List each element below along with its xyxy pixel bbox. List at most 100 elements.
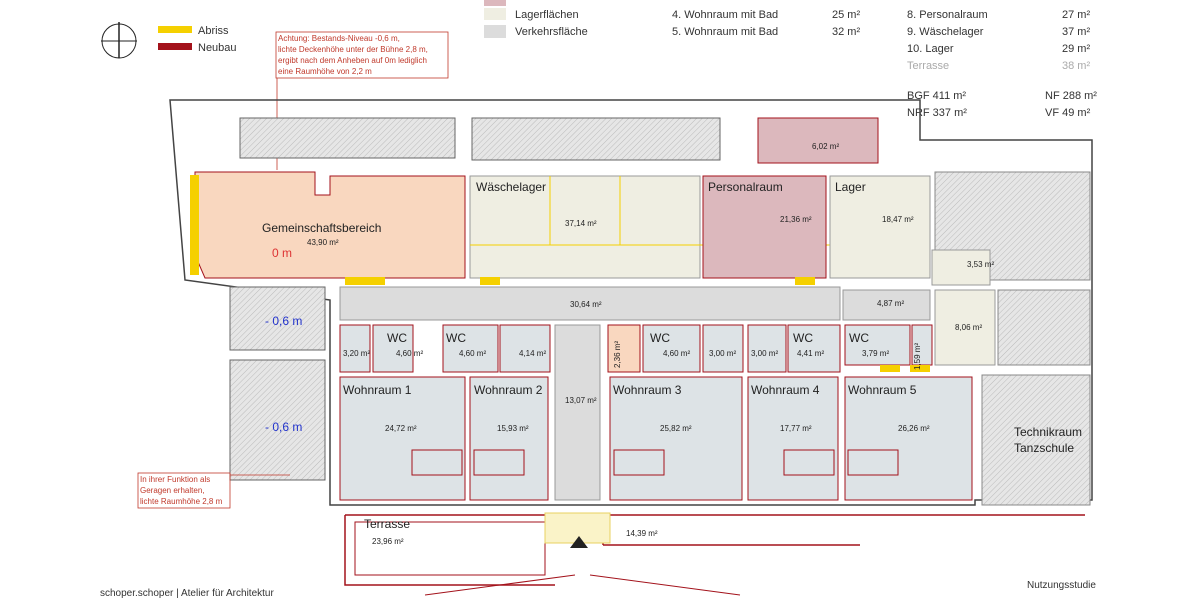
footer-office: schoper.schoper | Atelier für Architektu… xyxy=(100,588,274,599)
svg-text:17,77 m²: 17,77 m² xyxy=(780,424,812,433)
abriss-swatch xyxy=(158,26,192,33)
svg-text:WC: WC xyxy=(446,331,466,345)
stage-area xyxy=(471,117,721,161)
total-vf: VF 49 m² xyxy=(1045,107,1091,119)
svg-text:4,60 m²: 4,60 m² xyxy=(396,349,423,358)
svg-text:lichte Raumhöhe 2,8 m: lichte Raumhöhe 2,8 m xyxy=(140,497,223,506)
svg-text:2,36 m²: 2,36 m² xyxy=(613,341,622,368)
area-list-value: 27 m² xyxy=(1062,9,1090,21)
svg-text:WC: WC xyxy=(793,331,813,345)
beds xyxy=(411,449,899,476)
svg-text:3,79 m²: 3,79 m² xyxy=(862,349,889,358)
svg-text:lichte Deckenhöhe unter der Bü: lichte Deckenhöhe unter der Bühne 2,8 m, xyxy=(278,45,428,54)
stage-area xyxy=(239,117,456,159)
svg-text:WC: WC xyxy=(650,331,670,345)
room-name: Tanzschule xyxy=(1014,441,1074,455)
room-name: Technikraum xyxy=(1014,425,1082,439)
room-waeschelager xyxy=(469,175,701,279)
note-garage: In ihrer Funktion als Geragen erhalten, … xyxy=(137,472,290,509)
room-area: 43,90 m² xyxy=(307,238,339,247)
level-mark: - 0,6 m xyxy=(265,420,302,434)
legend-lager: Lagerflächen xyxy=(515,9,579,21)
legend-verkehr: Verkehrsfläche xyxy=(515,26,588,38)
area-list-value: 29 m² xyxy=(1062,43,1090,55)
room-area: 23,96 m² xyxy=(372,537,404,546)
svg-text:4,41 m²: 4,41 m² xyxy=(797,349,824,358)
area-list-label: 9. Wäschelager xyxy=(907,26,984,38)
room-area: 3,53 m² xyxy=(967,260,994,269)
area-list-label: 10. Lager xyxy=(907,43,954,55)
room-area: 18,47 m² xyxy=(882,215,914,224)
area-list-label: 5. Wohnraum mit Bad xyxy=(672,26,778,38)
svg-text:Geragen erhalten,: Geragen erhalten, xyxy=(140,486,205,495)
level-mark: 0 m xyxy=(272,246,292,260)
svg-text:Wohnraum 1: Wohnraum 1 xyxy=(343,383,412,397)
room-wc-top xyxy=(757,117,879,164)
corridor xyxy=(339,286,841,321)
svg-text:3,00 m²: 3,00 m² xyxy=(751,349,778,358)
room-area: 30,64 m² xyxy=(570,300,602,309)
verkehr-swatch xyxy=(484,25,506,38)
area-list-value: 25 m² xyxy=(832,9,860,21)
lager-swatch xyxy=(484,8,506,20)
svg-text:15,93 m²: 15,93 m² xyxy=(497,424,529,433)
note-level-warning: Achtung: Bestands-Niveau -0,6 m, lichte … xyxy=(275,31,449,170)
room-area: 13,07 m² xyxy=(565,396,597,405)
total-nrf: NRF 337 m² xyxy=(907,107,967,119)
svg-text:Wohnraum 3: Wohnraum 3 xyxy=(613,383,682,397)
room-name: Personalraum xyxy=(708,180,783,194)
room-area: 6,02 m² xyxy=(812,142,839,151)
area-list-label: 4. Wohnraum mit Bad xyxy=(672,9,778,21)
area-list-label: Terrasse xyxy=(907,60,949,72)
legend-abriss: Abriss xyxy=(198,25,229,37)
north-arrow-icon xyxy=(101,22,137,59)
room-806 xyxy=(934,289,996,366)
svg-text:Achtung: Bestands-Niveau -0,6: Achtung: Bestands-Niveau -0,6 m, xyxy=(278,34,400,43)
room-lager xyxy=(829,175,931,279)
area-list-value: 32 m² xyxy=(832,26,860,38)
room-technikraum xyxy=(981,374,1091,506)
svg-text:WC: WC xyxy=(849,331,869,345)
svg-text:4,60 m²: 4,60 m² xyxy=(459,349,486,358)
svg-text:eine Raumhöhe von 2,2 m: eine Raumhöhe von 2,2 m xyxy=(278,67,372,76)
area-list-label: 8. Personalraum xyxy=(907,9,988,21)
room-name: Terrasse xyxy=(364,517,410,531)
bath-row xyxy=(339,324,933,373)
room-353 xyxy=(931,249,991,286)
legend-neubau: Neubau xyxy=(198,42,237,54)
svg-text:24,72 m²: 24,72 m² xyxy=(385,424,417,433)
room-existing xyxy=(997,289,1091,366)
total-nf: NF 288 m² xyxy=(1045,90,1097,102)
svg-text:4,14 m²: 4,14 m² xyxy=(519,349,546,358)
svg-text:3,00 m²: 3,00 m² xyxy=(709,349,736,358)
room-area: 8,06 m² xyxy=(955,323,982,332)
svg-text:3,20 m²: 3,20 m² xyxy=(343,349,370,358)
footer-title: Nutzungsstudie xyxy=(1027,580,1096,591)
room-name: Gemeinschaftsbereich xyxy=(262,221,381,235)
svg-text:WC: WC xyxy=(387,331,407,345)
svg-text:25,82 m²: 25,82 m² xyxy=(660,424,692,433)
garage-1 xyxy=(229,286,326,351)
svg-text:In ihrer Funktion als: In ihrer Funktion als xyxy=(140,475,210,484)
room-gemeinschaftsbereich xyxy=(194,171,466,279)
wohnraum-labels: Wohnraum 1 24,72 m² Wohnraum 2 15,93 m² … xyxy=(343,383,930,433)
svg-text:Wohnraum 5: Wohnraum 5 xyxy=(848,383,917,397)
room-name: Lager xyxy=(835,180,866,194)
corridor-2 xyxy=(842,289,931,321)
area-list-value: 37 m² xyxy=(1062,26,1090,38)
svg-text:ergibt nach dem Anheben auf 0m: ergibt nach dem Anheben auf 0m lediglich xyxy=(278,56,427,65)
area-list-value: 38 m² xyxy=(1062,60,1090,72)
total-bgf: BGF 411 m² xyxy=(907,90,966,102)
room-personalraum xyxy=(702,175,827,279)
room-name: Wäschelager xyxy=(476,180,546,194)
svg-text:26,26 m²: 26,26 m² xyxy=(898,424,930,433)
svg-text:Wohnraum 2: Wohnraum 2 xyxy=(474,383,543,397)
level-mark: - 0,6 m xyxy=(265,314,302,328)
room-area: 37,14 m² xyxy=(565,219,597,228)
svg-text:4,60 m²: 4,60 m² xyxy=(663,349,690,358)
garage-2 xyxy=(229,359,326,481)
svg-text:1,59 m²: 1,59 m² xyxy=(913,343,922,370)
entrance-arrow-icon xyxy=(570,536,588,548)
bath-labels: 3,20 m² WC 4,60 m² WC 4,60 m² 4,14 m² 2,… xyxy=(343,331,922,370)
